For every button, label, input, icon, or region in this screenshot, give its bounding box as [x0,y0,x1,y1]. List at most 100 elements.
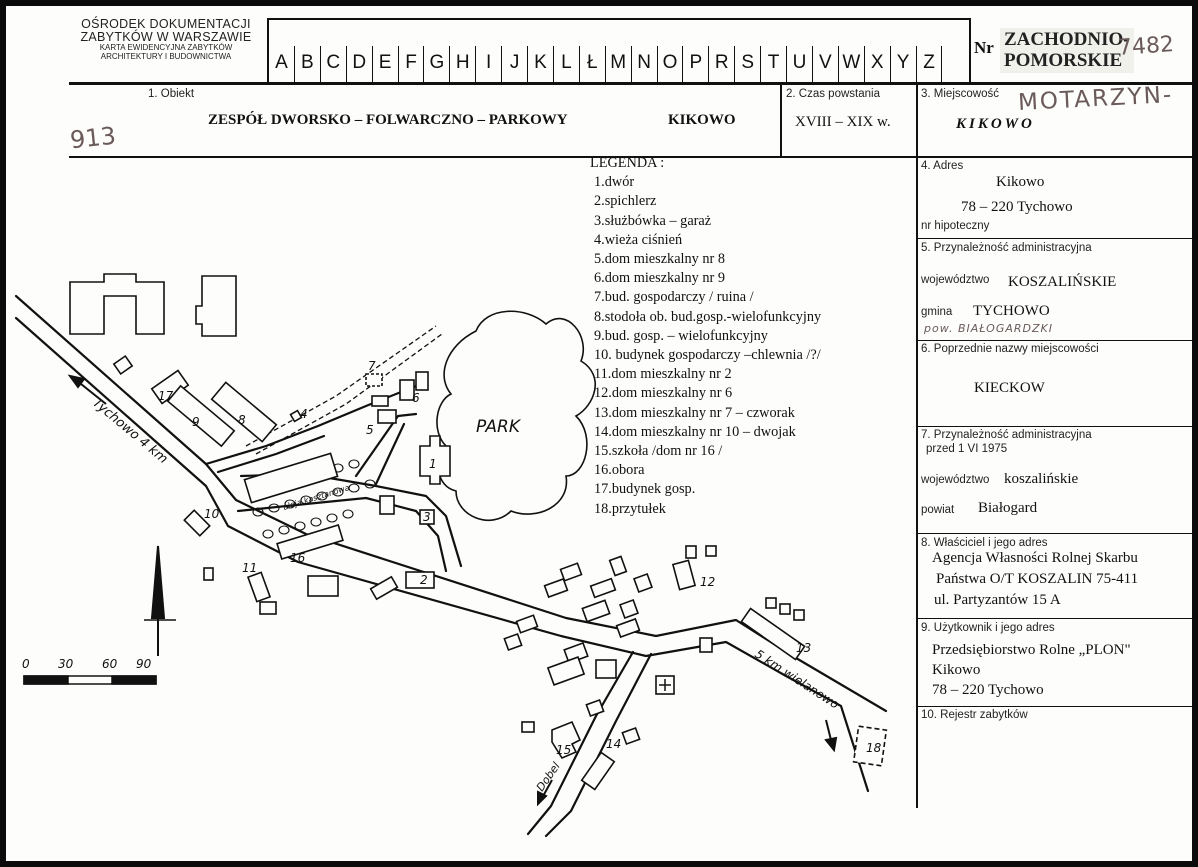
index-letter: X [870,52,884,73]
issuer-block: OŚRODEK DOKUMENTACJI ZABYTKÓW W WARSZAWI… [66,17,266,61]
former-name-value: KIECKOW [974,380,1045,396]
form-title-line2: ARCHITEKTURY I BUDOWNICTWA [100,51,232,61]
building-4 [289,409,303,423]
building-9 [166,384,236,448]
building-center-a [543,577,569,599]
dashed-track-1 [245,325,437,447]
legend-item: 3.służbówka – garaż [594,212,712,229]
building-number-label: 3 [423,510,431,524]
building-number-label: 5 [366,423,374,437]
owner-line2: Państwa O/T KOSZALIN 75-411 [936,571,1139,587]
building-7 [365,373,383,387]
building-small-sw2 [521,721,535,733]
scale-label: 30 [58,657,74,671]
index-letter: J [509,52,520,73]
district-label: powiat [921,504,955,516]
building-16 [276,523,344,561]
legend-item: 12.dom mieszkalny nr 6 [594,385,733,402]
field-label-user: 9. Użytkownik i jego adres [921,622,1055,634]
index-letter: G [429,52,445,73]
building-number-label: 13 [796,641,811,655]
legend-item: 6.dom mieszkalny nr 9 [594,270,726,287]
field-label-miejscowosc: 3. Miejscowość [921,88,999,100]
building-shed-2 [369,575,399,601]
building-6 [399,379,415,401]
building-center-h [615,617,641,639]
building-5 [377,409,397,424]
legend-item: 4.wieża ciśnień [594,231,683,248]
building-center-g [619,599,639,619]
building-south-h [621,726,641,746]
nr-label: Nr [974,38,994,57]
index-letter: R [714,52,729,73]
voivodeship-label: województwo [921,274,990,286]
building-shed-1 [307,575,339,597]
index-letter: E [378,52,392,73]
building-large-field [243,452,339,504]
building-south-d [595,659,617,679]
building-3 [419,509,435,525]
legend-item: 9.bud. gosp. – wielofunkcyjny [594,327,768,344]
dashed-track-2 [255,333,443,455]
commune-label: gmina [921,306,953,318]
building-number-label: 1 [429,457,437,471]
index-letter: Y [896,52,910,73]
index-letter: V [819,52,832,73]
admin-1975-subtitle: przed 1 VI 1975 [926,443,1008,455]
map-text-labels: PARK Tychowo 4 km 5 km wielanowo Dobel a… [89,396,841,794]
legend-item: 15.szkoła /dom nr 16 / [594,443,723,460]
user-line2: Kikowo [932,662,981,678]
building-12 [671,559,697,591]
index-letter: P [689,52,703,73]
field-label-former-names: 6. Poprzednie nazwy miejscowości [921,343,1099,355]
index-letter: Ł [587,52,598,73]
scale-bar-seg-3 [111,675,157,685]
legend-item: 5.dom mieszkalny nr 8 [594,251,726,268]
index-letter: Z [923,52,935,73]
legend-item: 10. budynek gospodarczy –chlewnia /?/ [594,347,821,364]
building-1-manor [419,435,451,485]
building-12c [705,545,717,557]
service-lane-right [374,422,406,486]
building-center-d [581,599,611,623]
building-12b [685,545,697,559]
voivodeship-value: KOSZALIŃSKIE [1008,274,1117,290]
field-label-admin-1975: 7. Przynależność administracyjna [921,429,1092,441]
building-6b [415,371,429,391]
legend-item: 11.dom mieszkalny nr 2 [594,366,732,383]
building-number-label: 9 [192,415,200,429]
building-number-label: 10 [204,507,220,521]
owner-line1: Agencja Własności Rolnej Skarbu [932,550,1138,566]
building-18 [852,725,888,767]
legend-item: 14.dom mieszkalny nr 10 – dwojak [594,423,796,440]
index-letter: N [637,52,651,73]
building-center-b [559,562,583,582]
legend-item: 17.budynek gosp. [594,481,696,498]
buildings [69,273,888,791]
scale-label: 90 [136,657,152,671]
building-mid-small [379,495,395,515]
north-arrow-head [150,545,166,619]
object-place: KIKOWO [668,112,736,128]
building-10 [183,509,211,537]
index-letter: W [842,52,861,73]
park-outline [436,310,597,522]
object-name: ZESPÓŁ DWORSKO – FOLWARCZNO – PARKOWY [208,112,568,128]
field-label-administrative: 5. Przynależność administracyjna [921,242,1092,254]
building-small-nw [112,354,134,376]
building-south-a [515,614,539,634]
scale-bar [23,675,157,685]
building-2 [405,571,435,589]
index-letter: O [662,52,678,73]
legend-item: 18.przytułek [594,500,666,517]
scale-label: 0 [22,657,30,671]
legend-item: 13.dom mieszkalny nr 7 – czworak [594,404,795,421]
building-number-label: 2 [420,573,428,587]
index-letter: D [352,52,367,73]
index-letter: K [534,52,547,73]
field-label-mortgage-number: nr hipoteczny [921,220,990,232]
scale-bar-seg-1 [23,675,69,685]
building-8 [210,381,278,443]
building-small-sw [203,567,214,581]
